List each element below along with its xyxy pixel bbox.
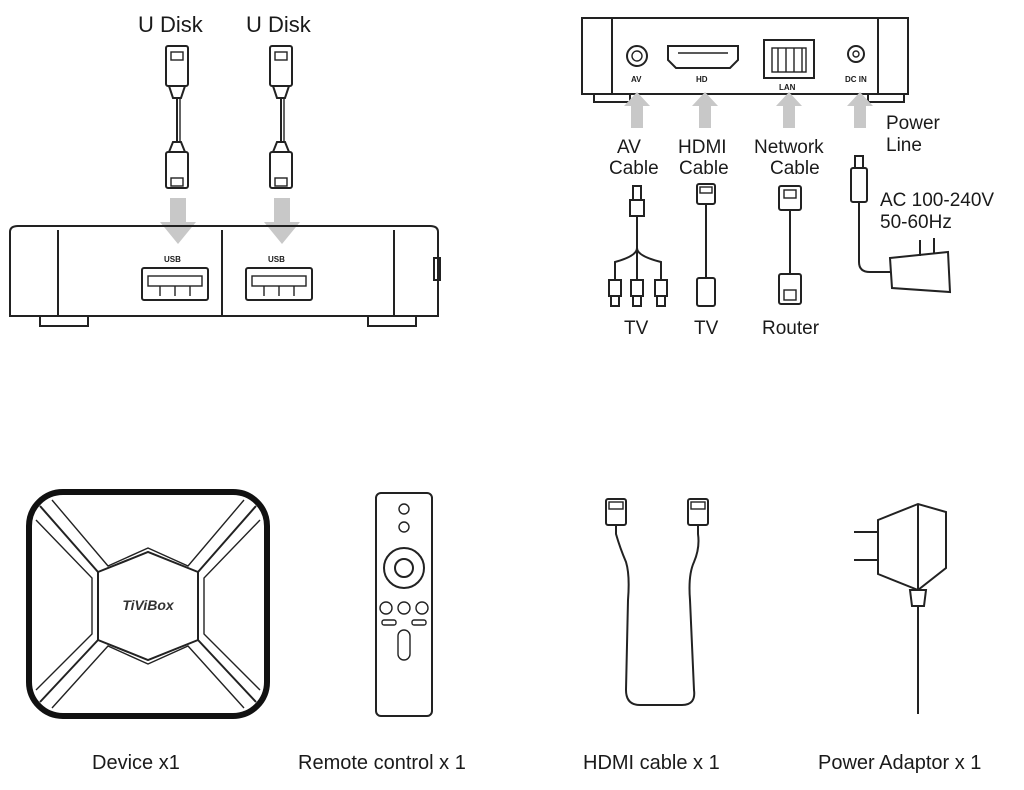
dest-tv-av-label: TV xyxy=(624,318,649,339)
rear-panel-diagram: AV HD LAN DC IN AV Cable HDMI Cable Netw… xyxy=(581,17,994,339)
arrow-power-icon xyxy=(847,92,873,128)
remote-control-icon xyxy=(375,492,433,717)
insert-arrow-left-icon xyxy=(160,198,196,244)
av-cable-label-line1: AV xyxy=(617,137,641,158)
power-adaptor-caption: Power Adaptor x 1 xyxy=(818,752,982,774)
usb-port-label-left: USB xyxy=(164,255,181,264)
port-hd-label: HD xyxy=(696,75,708,84)
port-av-label: AV xyxy=(631,75,642,84)
hdmi-cable-caption: HDMI cable x 1 xyxy=(583,752,720,774)
device-logo: TiViBox xyxy=(122,597,175,613)
u-disk-left-icon xyxy=(165,45,189,189)
u-disk-label-right: U Disk xyxy=(246,12,312,37)
power-spec-line1: AC 100-240V xyxy=(880,190,994,211)
dest-router-label: Router xyxy=(762,318,820,339)
u-disk-label-left: U Disk xyxy=(138,12,204,37)
port-dcin-label: DC IN xyxy=(845,75,867,84)
hdmi-cable-label-line1: HDMI xyxy=(678,137,727,158)
av-cable-label-line2: Cable xyxy=(609,158,659,179)
hdmi-cable-icon xyxy=(605,498,709,706)
arrow-hdmi-icon xyxy=(692,92,718,128)
port-lan-label: LAN xyxy=(779,83,796,92)
box-rear-panel-icon xyxy=(581,17,909,103)
arrow-lan-icon xyxy=(776,92,802,128)
network-cable-icon xyxy=(778,185,802,305)
usb-port-label-right: USB xyxy=(268,255,285,264)
u-disk-right-icon xyxy=(269,45,293,189)
power-line-label-line2: Line xyxy=(886,135,922,156)
insert-arrow-right-icon xyxy=(264,198,300,244)
dest-tv-hdmi-label: TV xyxy=(694,318,719,339)
device-top-view-icon: TiViBox xyxy=(26,489,270,719)
remote-caption: Remote control x 1 xyxy=(298,752,466,774)
power-spec-line2: 50-60Hz xyxy=(880,212,952,233)
network-cable-label-line1: Network xyxy=(754,137,824,158)
av-cable-icon xyxy=(608,185,668,307)
power-adaptor-small-icon xyxy=(850,155,952,294)
network-cable-label-line2: Cable xyxy=(770,158,820,179)
usb-connection-diagram: U Disk U Disk xyxy=(9,12,441,327)
box-front-usb-icon xyxy=(9,225,441,327)
power-line-label-line1: Power xyxy=(886,113,941,134)
power-adaptor-icon xyxy=(854,502,947,714)
arrow-av-icon xyxy=(624,92,650,128)
hdmi-cable-small-icon xyxy=(696,183,716,307)
hdmi-cable-label-line2: Cable xyxy=(679,158,729,179)
device-caption: Device x1 xyxy=(92,752,180,774)
